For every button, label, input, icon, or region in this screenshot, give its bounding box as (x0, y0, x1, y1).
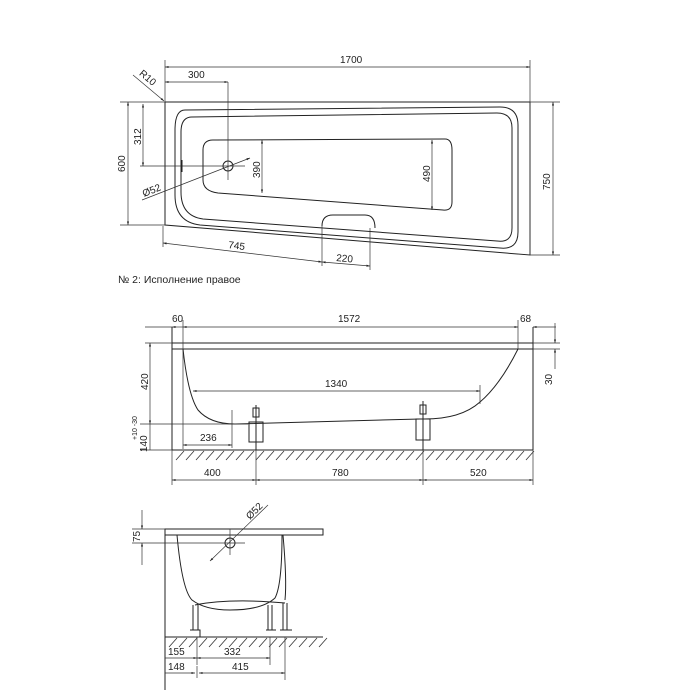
handle-icon (321, 214, 376, 229)
tub-outline (164, 101, 531, 256)
end-rim (164, 528, 324, 536)
hatch-line (385, 450, 395, 461)
hatch-line (445, 450, 455, 461)
dim-520: 520 (470, 468, 487, 479)
hatch-line (255, 450, 265, 461)
hatch-line (308, 637, 318, 648)
hatch-line (195, 450, 205, 461)
end-dim-415: 415 (232, 662, 249, 673)
hatch-line (225, 450, 235, 461)
hatch-line (335, 450, 345, 461)
hatch-line (515, 450, 525, 461)
hatch-line (485, 450, 495, 461)
hatch-line (425, 450, 435, 461)
dim-68: 68 (520, 314, 532, 325)
hatch-line (235, 450, 245, 461)
dim-420: 420 (140, 373, 151, 390)
hatch-line (455, 450, 465, 461)
hatch-line (315, 450, 325, 461)
dim-745: 745 (228, 240, 246, 253)
dim-60: 60 (172, 314, 184, 325)
rim-outer (174, 106, 519, 249)
end-profile-outer (176, 534, 283, 611)
hatch-line (238, 637, 248, 648)
hatch-line (265, 450, 275, 461)
basin-floor (202, 138, 453, 211)
hatch-line (215, 450, 225, 461)
hatch-line (405, 450, 415, 461)
hatch-line (318, 637, 328, 648)
dim-1572: 1572 (338, 314, 361, 325)
hatch-line (208, 637, 218, 648)
hatch-line (205, 450, 215, 461)
dim-tolerance: +10 -30 (132, 416, 139, 440)
hatch-line (248, 637, 258, 648)
hatch-line (275, 450, 285, 461)
hatch-line (305, 450, 315, 461)
hatch-line (288, 637, 298, 648)
floor-hatch (175, 450, 535, 461)
end-dim-drain-diameter: Ø52 (244, 501, 265, 522)
hatch-line (395, 450, 405, 461)
dim-30: 30 (544, 373, 555, 385)
dim-300: 300 (188, 70, 205, 81)
dim-390: 390 (252, 161, 263, 178)
hatch-line (168, 637, 178, 648)
hatch-line (475, 450, 485, 461)
hatch-line (278, 637, 288, 648)
dim-236: 236 (200, 433, 217, 444)
hatch-line (365, 450, 375, 461)
end-floor-hatch (168, 637, 328, 648)
hatch-line (188, 637, 198, 648)
dim-750: 750 (542, 173, 553, 190)
dim-1340: 1340 (325, 379, 348, 390)
dim-780: 780 (332, 468, 349, 479)
hatch-line (258, 637, 268, 648)
dim-drain-diameter: Ø52 (141, 182, 163, 199)
hatch-line (185, 450, 195, 461)
foot-left (248, 405, 264, 450)
hatch-line (325, 450, 335, 461)
hatch-line (505, 450, 515, 461)
hatch-line (285, 450, 295, 461)
side-view: 60 1572 68 30 1340 420 +10 -30 140 236 4… (132, 314, 560, 485)
top-view: 1700 300 R10 600 312 Ø52 390 490 750 745… (117, 55, 560, 270)
dim-312: 312 (133, 128, 144, 145)
end-dim-332: 332 (224, 647, 241, 658)
end-dim-75: 75 (132, 530, 143, 542)
dim-490: 490 (422, 165, 433, 182)
hatch-line (245, 450, 255, 461)
dim-1700: 1700 (340, 55, 363, 66)
end-dim-148: 148 (168, 662, 185, 673)
dim-r10: R10 (137, 68, 158, 89)
variant-caption: № 2: Исполнение правое (118, 274, 241, 286)
hatch-line (495, 450, 505, 461)
dim-220: 220 (336, 253, 354, 265)
hatch-line (175, 450, 185, 461)
dim-600: 600 (117, 155, 128, 172)
end-view: Ø52 75 155 332 148 415 (132, 501, 328, 690)
foot-right (415, 401, 431, 450)
tub-profile (182, 348, 519, 425)
end-legs (190, 600, 292, 637)
hatch-line (435, 450, 445, 461)
dim-400: 400 (204, 468, 221, 479)
hatch-line (298, 637, 308, 648)
hatch-line (355, 450, 365, 461)
rim-inner (180, 112, 513, 242)
dim-140: 140 (139, 435, 150, 452)
hatch-line (295, 450, 305, 461)
hatch-line (218, 637, 228, 648)
hatch-line (345, 450, 355, 461)
hatch-line (465, 450, 475, 461)
end-profile-skirt (282, 534, 287, 601)
hatch-line (198, 637, 208, 648)
hatch-line (228, 637, 238, 648)
end-dim-155: 155 (168, 647, 185, 658)
hatch-line (375, 450, 385, 461)
hatch-line (178, 637, 188, 648)
